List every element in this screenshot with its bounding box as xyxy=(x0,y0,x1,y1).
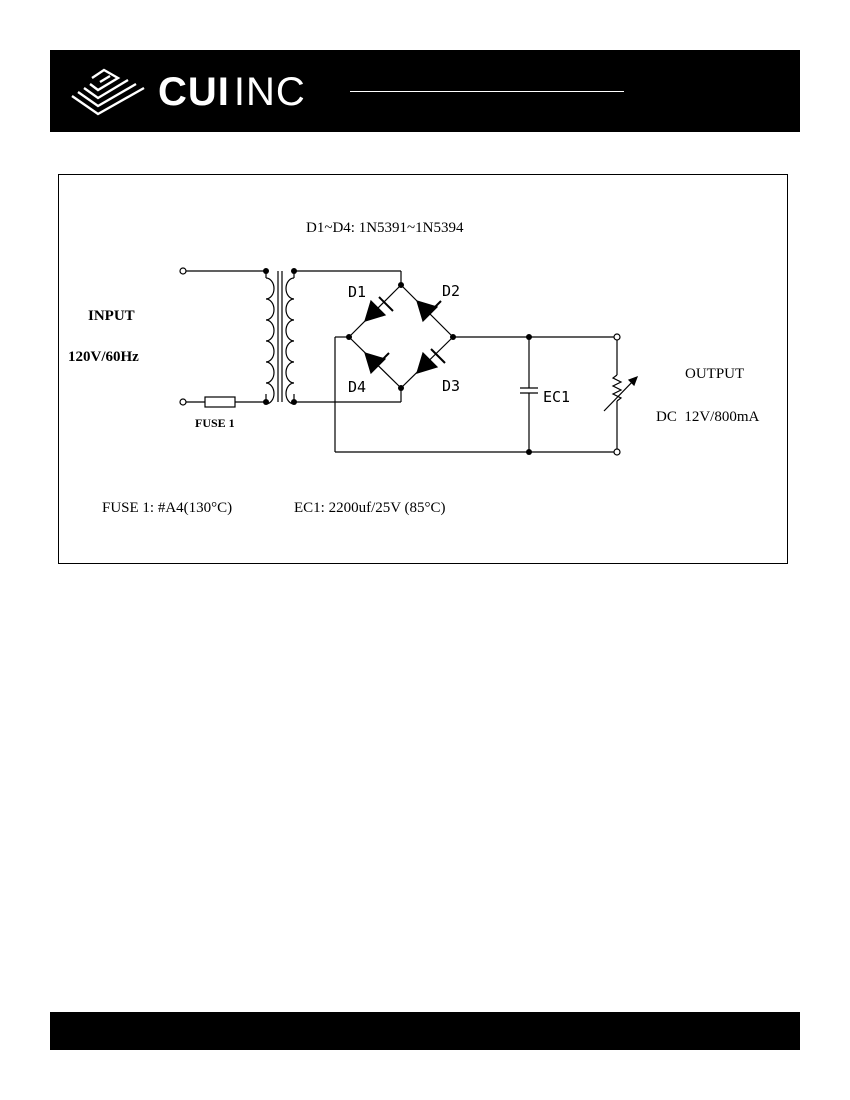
d3-label: D3 xyxy=(442,377,460,395)
input-terminal-bottom xyxy=(179,398,187,406)
secondary-coil xyxy=(285,277,295,405)
d2-label: D2 xyxy=(442,282,460,300)
d4-label: D4 xyxy=(348,378,366,396)
fuse-symbol xyxy=(204,396,236,408)
fuse-label: FUSE 1 xyxy=(195,416,235,430)
footer-bar xyxy=(50,1012,800,1050)
header-divider xyxy=(350,91,624,92)
fuse-spec-label: FUSE 1: #A4(130°C) xyxy=(102,500,232,516)
diode-spec-label: D1~D4: 1N5391~1N5394 xyxy=(306,220,464,236)
cui-logo-icon xyxy=(71,68,145,116)
brand-bold-text: CUI xyxy=(158,70,230,114)
output-terminal-top xyxy=(613,333,621,341)
diode-d4 xyxy=(364,352,390,375)
input-rating-label: 120V/60Hz xyxy=(68,349,139,365)
output-label: OUTPUT xyxy=(685,366,744,382)
capacitor-spec-label: EC1: 2200uf/25V (85°C) xyxy=(294,500,446,516)
ec1-label: EC1 xyxy=(543,388,570,406)
diode-d3 xyxy=(416,348,446,374)
d1-label: D1 xyxy=(348,283,366,301)
input-terminal-top xyxy=(179,267,187,275)
diode-d2 xyxy=(416,300,442,323)
input-label: INPUT xyxy=(88,308,135,324)
primary-coil xyxy=(265,277,275,405)
output-rating-label: DC 12V/800mA xyxy=(656,409,760,425)
output-terminal-bottom xyxy=(613,448,621,456)
rectifier-schematic: D1~D4: 1N5391~1N5394 INPUT 120V/60Hz FUS… xyxy=(68,220,760,516)
diode-d1 xyxy=(364,296,394,322)
brand-thin-text: INC xyxy=(233,70,306,114)
schematic-frame: D1~D4: 1N5391~1N5394 INPUT 120V/60Hz FUS… xyxy=(58,174,788,564)
